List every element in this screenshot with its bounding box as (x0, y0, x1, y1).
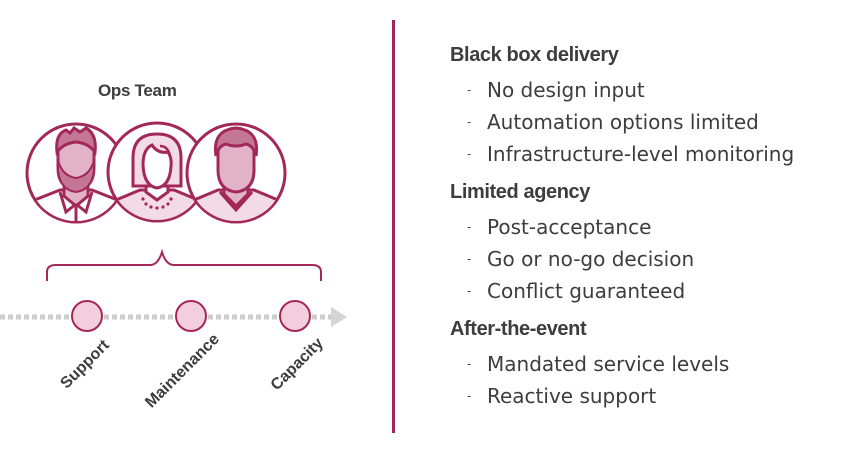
list-item: - Automation options limited (450, 106, 850, 138)
section-heading: After-the-event (450, 318, 587, 340)
timeline-dot-support (71, 300, 103, 332)
list-item: - Reactive support (450, 380, 850, 412)
section-heading: Limited agency (450, 181, 590, 203)
dash-marker: - (467, 284, 472, 298)
list-item-text: No design input (487, 78, 645, 102)
team-brace (46, 248, 322, 281)
team-title: Ops Team (98, 81, 177, 100)
list-item-text: Go or no-go decision (487, 247, 695, 271)
stage-label-maintenance: Maintenance (142, 331, 223, 412)
bearded-man-avatar-icon (25, 122, 127, 224)
list-item: - Go or no-go decision (450, 243, 850, 275)
timeline-dot-capacity (279, 300, 311, 332)
dash-marker: - (467, 83, 472, 97)
timeline-arrow-icon (331, 307, 347, 327)
woman-avatar-icon (106, 121, 208, 223)
dash-marker: - (467, 147, 472, 161)
divider (392, 20, 395, 433)
list-item-text: Post-acceptance (487, 215, 652, 239)
list-item: - Conflict guaranteed (450, 275, 850, 307)
timeline-dot-maintenance (175, 300, 207, 332)
dash-marker: - (467, 115, 472, 129)
list-item-text: Mandated service levels (487, 352, 730, 376)
list-item-text: Automation options limited (487, 110, 759, 134)
dash-marker: - (467, 220, 472, 234)
stage-label-support: Support (57, 336, 113, 392)
list-item: - No design input (450, 74, 850, 106)
section-black-box-delivery: Black box delivery - No design input - Aut… (450, 42, 850, 170)
list-item: - Infrastructure-level monitoring (450, 138, 850, 170)
list-item: - Post-acceptance (450, 211, 850, 243)
section-heading: Black box delivery (450, 44, 619, 66)
ops-team-diagram: Ops Team (0, 0, 390, 465)
section-limited-agency: Limited agency - Post-acceptance - Go or n… (450, 179, 850, 307)
stage-label-capacity: Capacity (268, 335, 327, 394)
dash-marker: - (467, 252, 472, 266)
list-item-text: Conflict guaranteed (487, 279, 686, 303)
section-after-the-event: After-the-event - Mandated service levels… (450, 316, 850, 412)
list-item-text: Infrastructure-level monitoring (487, 142, 795, 166)
list-item-text: Reactive support (487, 384, 657, 408)
dash-marker: - (467, 357, 472, 371)
man-avatar-icon (185, 122, 287, 224)
dash-marker: - (467, 389, 472, 403)
characteristics-panel: Black box delivery - No design input - Aut… (450, 42, 850, 421)
list-item: - Mandated service levels (450, 348, 850, 380)
